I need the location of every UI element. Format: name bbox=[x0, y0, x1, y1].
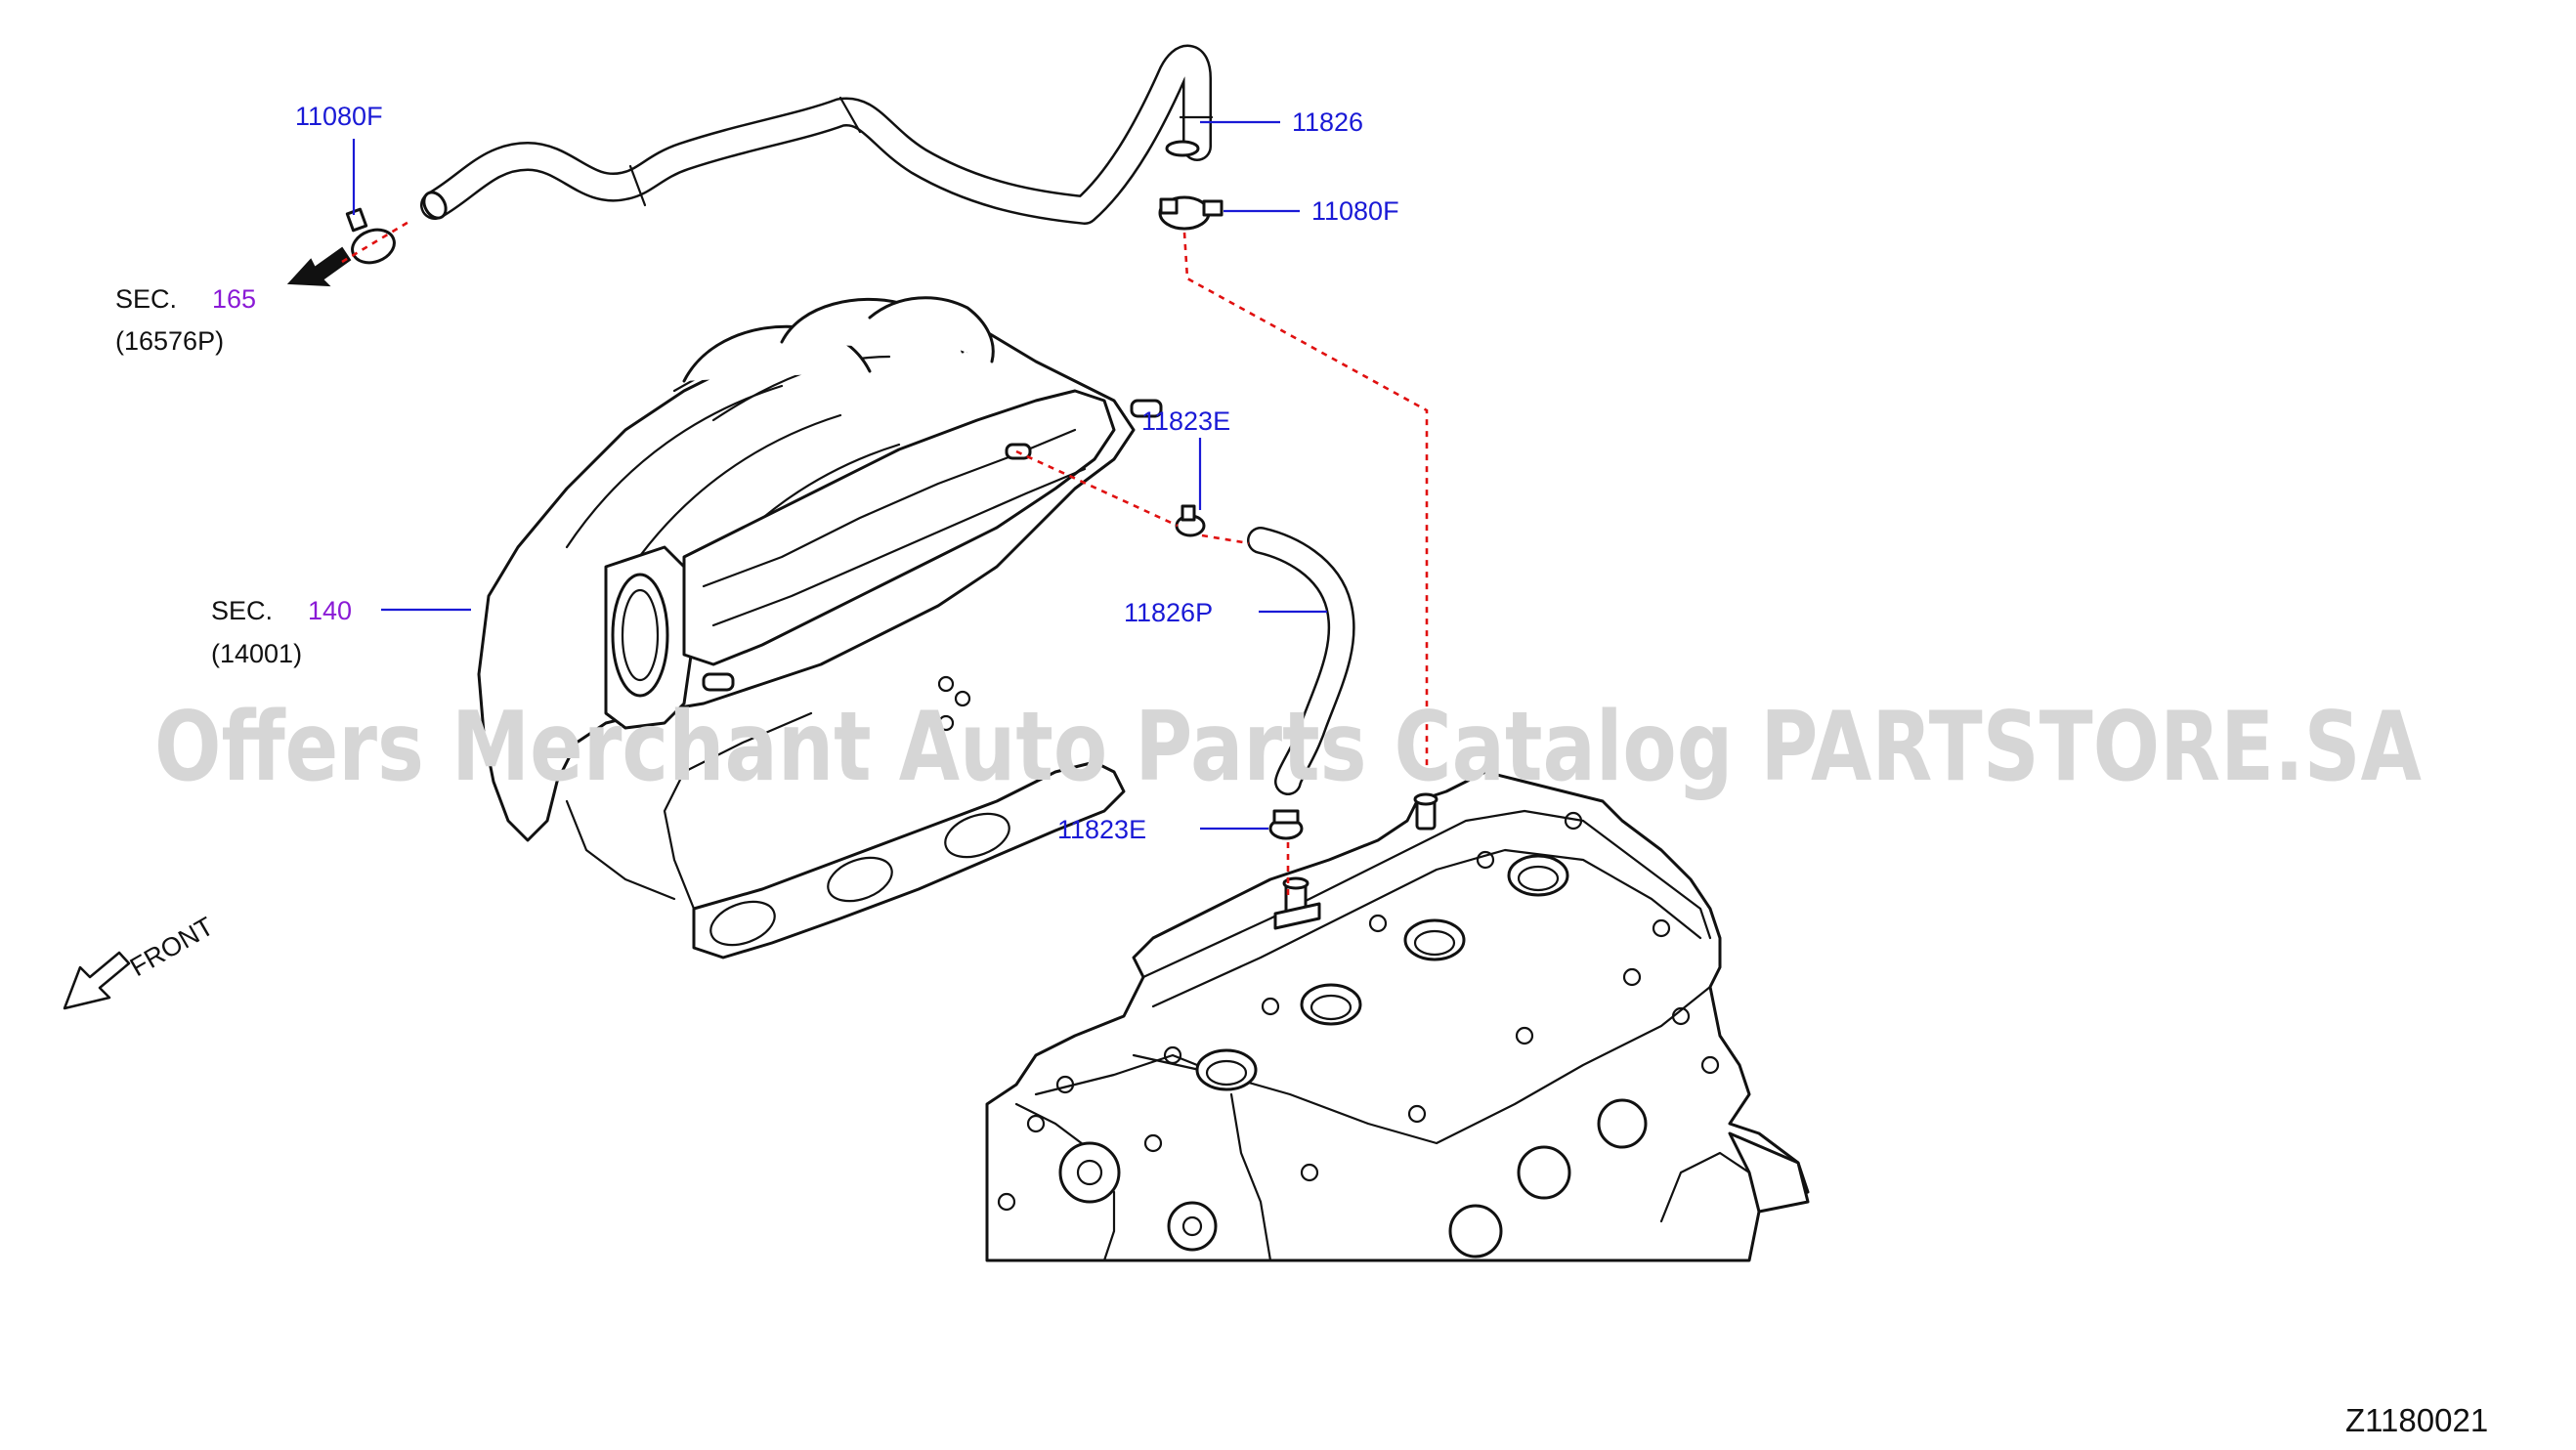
section-ref-165: SEC. 165 (16576P) bbox=[115, 284, 256, 356]
watermark-text: Offers Merchant Auto Parts Catalog PARTS… bbox=[154, 692, 2422, 803]
clamp-11823E-lower bbox=[1268, 809, 1304, 840]
callout-11823E-upper: 11823E bbox=[1141, 406, 1230, 436]
callout-11080F-right: 11080F bbox=[1311, 196, 1399, 226]
intake-manifold-drawing bbox=[477, 296, 1163, 960]
section-prefix: SEC. bbox=[115, 284, 177, 314]
clamp-11823E-upper bbox=[1175, 504, 1206, 537]
arrow-to-sec-165 bbox=[286, 246, 352, 287]
callout-11823E-lower: 11823E bbox=[1057, 815, 1146, 844]
section-prefix: SEC. bbox=[211, 596, 273, 625]
section-number: 140 bbox=[308, 596, 352, 625]
hoses-and-clamps bbox=[286, 44, 1355, 840]
part-callouts: 11080F 11826 11080F 11823E 11826P 11823E bbox=[295, 102, 1399, 844]
leader-lines bbox=[352, 120, 1327, 831]
callout-11080F-left: 11080F bbox=[295, 102, 383, 131]
callout-11826: 11826 bbox=[1292, 107, 1363, 137]
clamp-11080F-right bbox=[1158, 195, 1224, 231]
section-part-ref: (16576P) bbox=[115, 326, 224, 356]
hose-11826 bbox=[420, 44, 1212, 225]
front-arrow-icon bbox=[63, 951, 131, 1010]
cylinder-head-drawing bbox=[985, 770, 1810, 1262]
section-number: 165 bbox=[212, 284, 256, 314]
callout-11826P: 11826P bbox=[1124, 598, 1213, 627]
section-ref-140: SEC. 140 (14001) bbox=[211, 596, 352, 668]
section-part-ref: (14001) bbox=[211, 639, 302, 668]
diagram-id: Z1180021 bbox=[2345, 1402, 2488, 1438]
clamp-11080F-left bbox=[345, 207, 396, 265]
front-indicator: FRONT bbox=[63, 912, 219, 1010]
connection-dashes bbox=[341, 219, 1429, 899]
front-label: FRONT bbox=[125, 912, 219, 982]
